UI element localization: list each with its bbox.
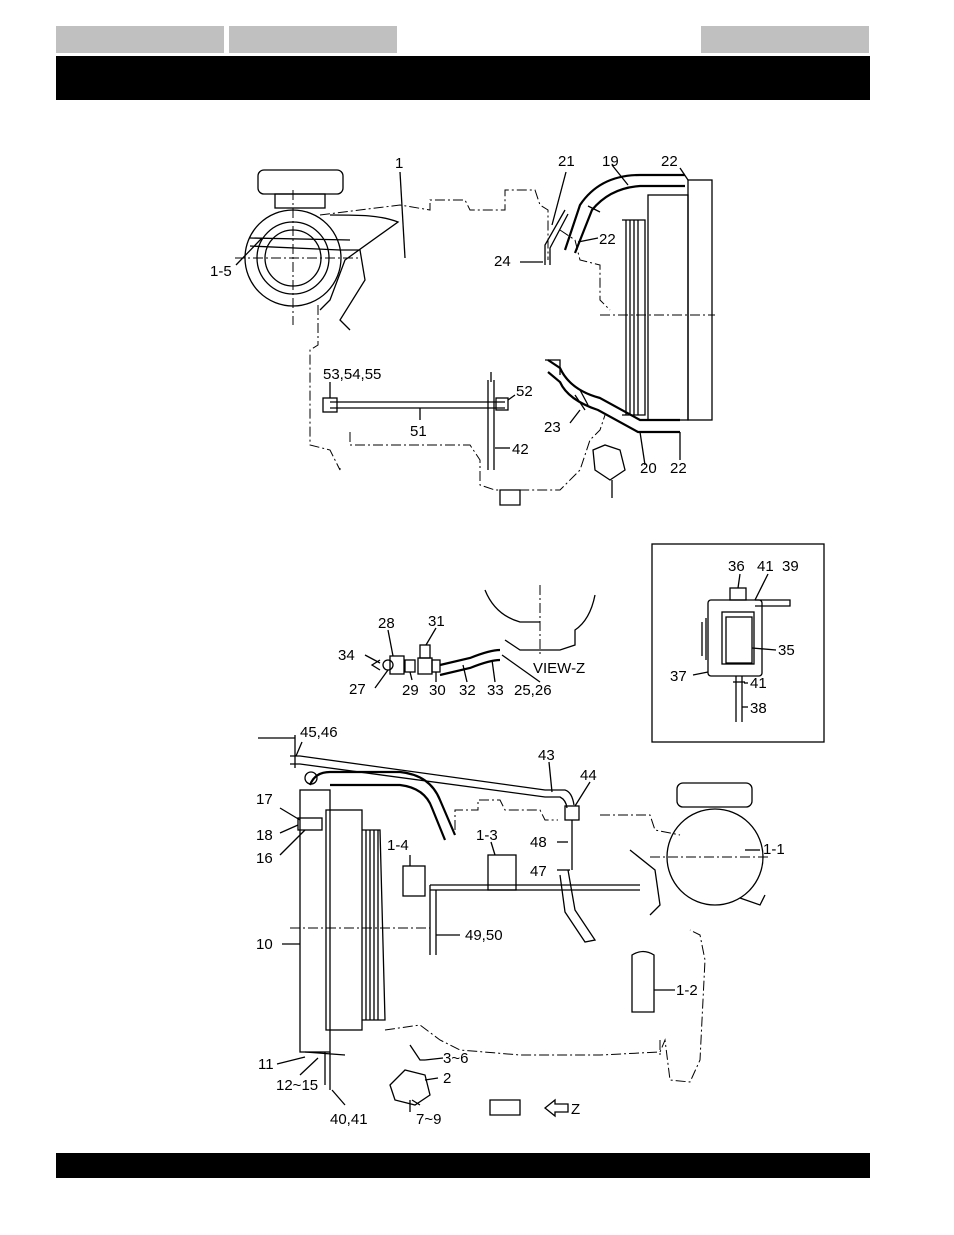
- label-11: 11: [258, 1056, 274, 1073]
- label-34: 34: [338, 647, 355, 664]
- header-title-bar: [56, 56, 870, 100]
- label-27: 27: [349, 681, 366, 698]
- view-z-detail: [364, 585, 596, 689]
- label-28: 28: [378, 615, 395, 632]
- reserve-tank-inset: [651, 543, 825, 743]
- header-tab-2: [229, 26, 397, 53]
- label-53-54-55: 53,54,55: [323, 366, 381, 383]
- label-41-top: 41: [757, 558, 774, 575]
- label-7-9: 7~9: [416, 1111, 441, 1128]
- label-38: 38: [750, 700, 767, 717]
- label-17: 17: [256, 791, 273, 808]
- label-22-hose: 22: [599, 231, 616, 248]
- label-3-6: 3~6: [443, 1050, 468, 1067]
- label-19: 19: [602, 153, 619, 170]
- label-12-15: 12~15: [276, 1077, 318, 1094]
- label-51: 51: [410, 423, 427, 440]
- label-48: 48: [530, 834, 547, 851]
- label-42: 42: [512, 441, 529, 458]
- label-37: 37: [670, 668, 687, 685]
- top-engine-view: [235, 164, 715, 506]
- label-40-41: 40,41: [330, 1111, 368, 1128]
- label-1-2: 1-2: [676, 982, 698, 999]
- label-45-46: 45,46: [300, 724, 338, 741]
- label-22-top: 22: [661, 153, 678, 170]
- bottom-engine-view: [258, 735, 770, 1118]
- label-22-bottom: 22: [670, 460, 687, 477]
- label-1-4: 1-4: [387, 837, 409, 854]
- label-52: 52: [516, 383, 533, 400]
- label-10: 10: [256, 936, 273, 953]
- label-2: 2: [443, 1070, 451, 1087]
- label-1-1: 1-1: [763, 841, 785, 858]
- label-41-bottom: 41: [750, 675, 767, 692]
- label-1: 1: [395, 155, 403, 172]
- label-31: 31: [428, 613, 445, 630]
- label-25-26: 25,26: [514, 682, 552, 699]
- label-32: 32: [459, 682, 476, 699]
- footer-bar: [56, 1153, 870, 1178]
- label-30: 30: [429, 682, 446, 699]
- header-tab-1: [56, 26, 224, 53]
- label-49-50: 49,50: [465, 927, 503, 944]
- label-21: 21: [558, 153, 575, 170]
- label-1-5: 1-5: [210, 263, 232, 280]
- label-23: 23: [544, 419, 561, 436]
- label-33: 33: [487, 682, 504, 699]
- label-1-3: 1-3: [476, 827, 498, 844]
- label-z: Z: [571, 1101, 580, 1118]
- label-18: 18: [256, 827, 273, 844]
- label-39: 39: [782, 558, 799, 575]
- label-24: 24: [494, 253, 511, 270]
- header-tab-3: [701, 26, 869, 53]
- label-29: 29: [402, 682, 419, 699]
- label-44: 44: [580, 767, 597, 784]
- label-view-z: VIEW-Z: [533, 660, 585, 677]
- label-36: 36: [728, 558, 745, 575]
- label-43: 43: [538, 747, 555, 764]
- label-47: 47: [530, 863, 547, 880]
- label-20: 20: [640, 460, 657, 477]
- label-16: 16: [256, 850, 273, 867]
- label-35: 35: [778, 642, 795, 659]
